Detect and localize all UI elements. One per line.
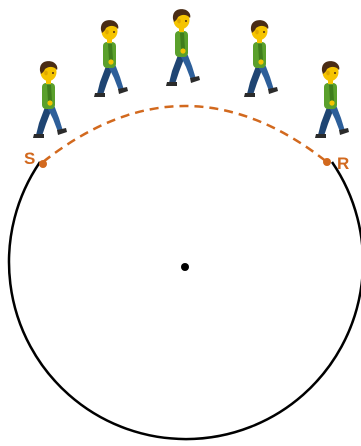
walking-person-icon bbox=[33, 61, 67, 138]
dashed-walking-path bbox=[43, 106, 327, 162]
walker-figures bbox=[33, 9, 349, 138]
end-label: R bbox=[337, 154, 349, 173]
walking-person-icon bbox=[315, 61, 349, 138]
end-point bbox=[323, 158, 331, 166]
walking-person-icon bbox=[244, 20, 278, 97]
walking-person-icon bbox=[166, 9, 200, 86]
start-label: S bbox=[24, 149, 35, 168]
start-point bbox=[39, 160, 47, 168]
ring-circle bbox=[9, 162, 361, 439]
center-point bbox=[181, 263, 189, 271]
walking-person-icon bbox=[94, 20, 128, 97]
